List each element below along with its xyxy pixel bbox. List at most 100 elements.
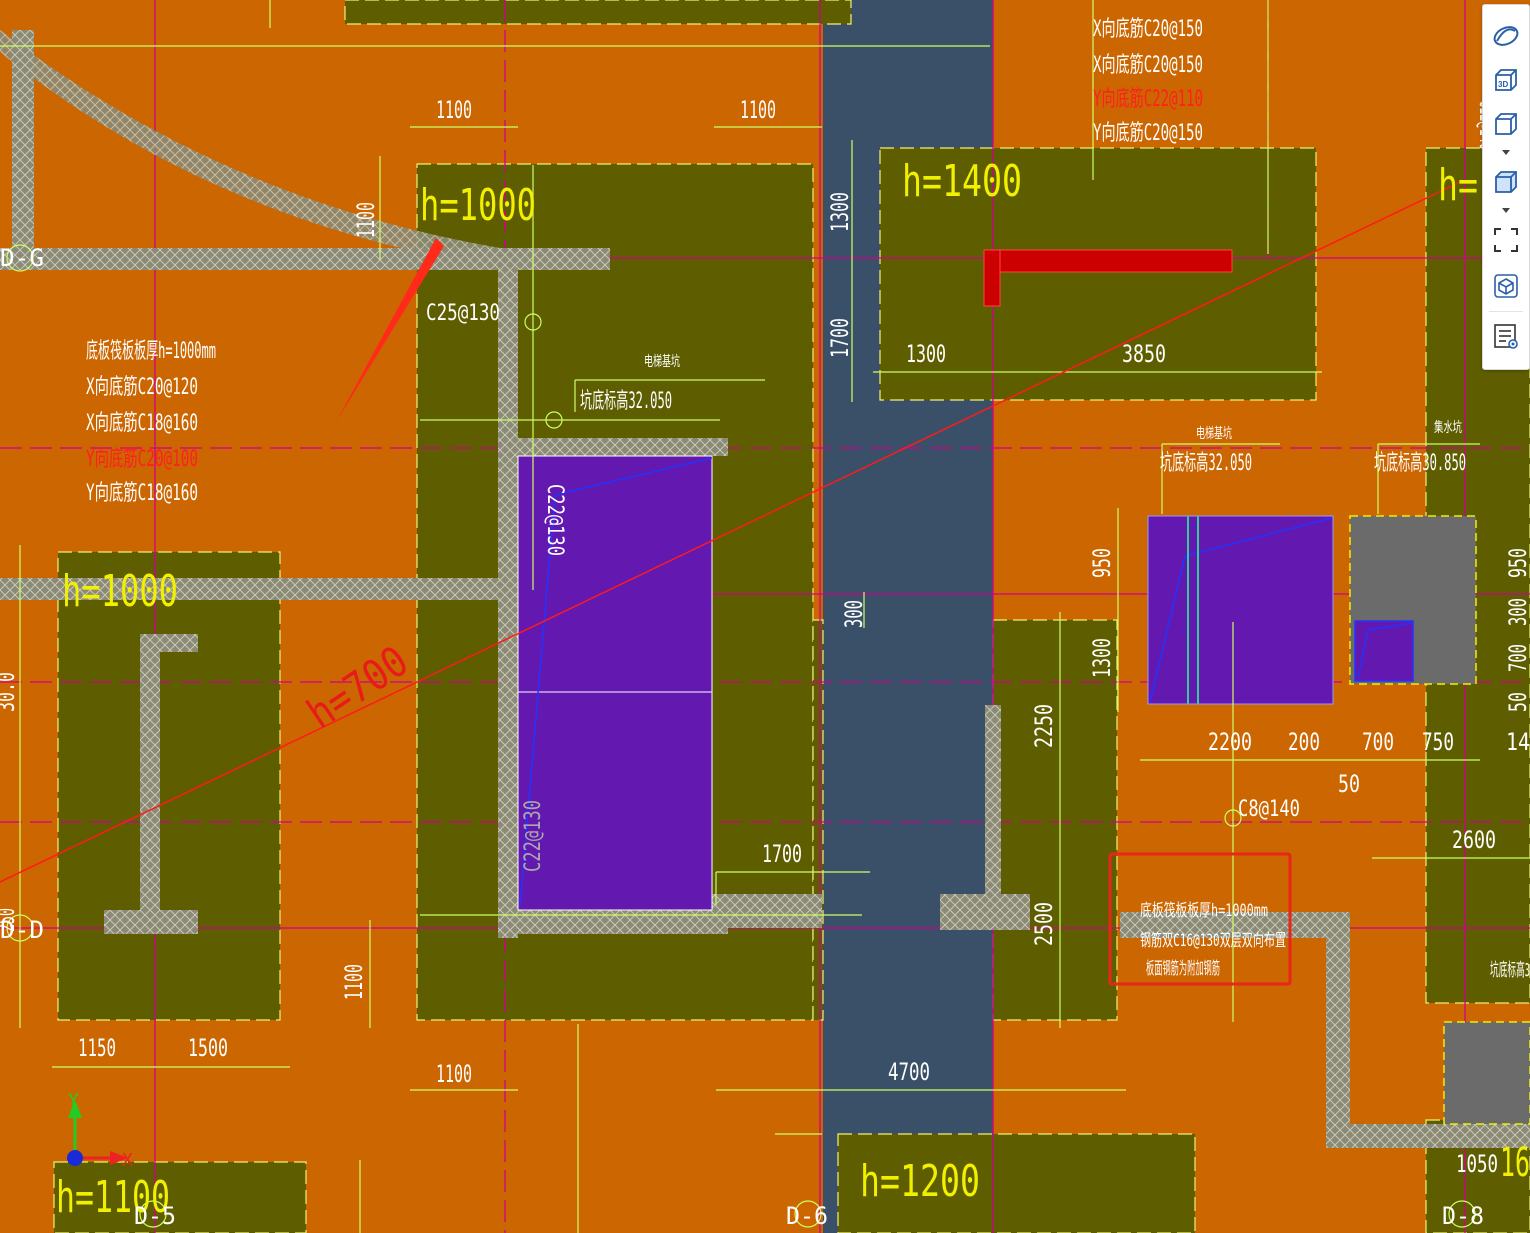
note-l-line-3: X向底筋C18@160 bbox=[86, 411, 198, 436]
dim-2250: 2250 bbox=[1030, 704, 1058, 748]
dim-14: 14 bbox=[1506, 728, 1530, 756]
elevator-pit-2 bbox=[1147, 515, 1334, 705]
view-3d-icon: 3D bbox=[1495, 69, 1517, 91]
view-dropdown-caret-icon[interactable] bbox=[1501, 207, 1511, 215]
dim-1700-h: 1700 bbox=[762, 840, 802, 868]
model-button[interactable] bbox=[1489, 269, 1523, 303]
hl-line-3: 板面钢筋为附加钢筋 bbox=[1146, 959, 1220, 979]
dim-1700-v: 1700 bbox=[826, 318, 854, 358]
slab-left bbox=[57, 551, 281, 1021]
pit1-elev: 坑底标高32.050 bbox=[580, 389, 672, 414]
dim-950: 950 bbox=[1088, 548, 1116, 578]
pit-labels: 电梯基坑 坑底标高32.050 电梯基坑 坑底标高32.050 集水坑 坑底标高… bbox=[580, 353, 1530, 981]
slab-bottom-mid bbox=[837, 1133, 1196, 1233]
slab-top-mid bbox=[879, 147, 1317, 401]
axis-y-label: Y bbox=[68, 1090, 79, 1111]
dim-1100-a: 1100 bbox=[436, 96, 472, 124]
orbit-button[interactable] bbox=[1489, 19, 1523, 53]
grid-markers bbox=[6, 244, 1476, 1228]
pit1-title: 电梯基坑 bbox=[644, 353, 680, 370]
note-tr-line-4: Y向底筋C20@150 bbox=[1093, 121, 1203, 146]
dim-250: 250 bbox=[0, 908, 20, 932]
hl-line-1: 底板筏板板厚h=1000mm bbox=[1140, 901, 1268, 921]
dim-1500: 1500 bbox=[188, 1034, 228, 1062]
dim-2200: 2200 bbox=[1208, 728, 1252, 756]
dim-2600: 2600 bbox=[1452, 826, 1496, 854]
view-toolbar: 3D bbox=[1482, 4, 1530, 370]
slab-top-strip bbox=[344, 0, 852, 25]
thickness-diagonal: h=700 bbox=[298, 636, 417, 738]
note-tr-line-1: X向底筋C20@150 bbox=[1093, 17, 1203, 42]
dim-300: 300 bbox=[840, 600, 868, 628]
view-cube-caret-icon[interactable] bbox=[1501, 149, 1511, 157]
thickness-bottom-mid: h=1200 bbox=[860, 1156, 980, 1207]
dim-950r: 950 bbox=[1504, 548, 1530, 578]
rebar-c8: C8@140 bbox=[1238, 797, 1300, 822]
elevator-pit-1 bbox=[517, 455, 713, 693]
view-3d-label: 3D bbox=[1498, 80, 1508, 89]
rebar-c25: C25@130 bbox=[426, 301, 500, 326]
dim-50r: 50 bbox=[1504, 692, 1530, 712]
grid-axis-labels: D-G D-D D-5 D-6 D-8 bbox=[0, 244, 1484, 1230]
pit4-elev: 坑底标高3 bbox=[1490, 960, 1530, 981]
note-l-line-5: Y向底筋C18@160 bbox=[86, 481, 198, 506]
toolbar-separator bbox=[1489, 311, 1523, 312]
fullscreen-icon bbox=[1494, 228, 1518, 252]
axis-x-label: X bbox=[122, 1150, 133, 1171]
property-button[interactable] bbox=[1489, 319, 1523, 353]
rebar-c22: C22@130 bbox=[542, 484, 567, 556]
note-tr-line-2: X向底筋C20@150 bbox=[1093, 53, 1203, 78]
dim-3850: 3850 bbox=[1122, 340, 1166, 368]
grid-label-dd: D-D bbox=[0, 916, 44, 944]
highlight-box bbox=[1108, 852, 1292, 986]
pits bbox=[517, 455, 1530, 1125]
view-dropdown-button[interactable] bbox=[1489, 165, 1523, 199]
property-icon bbox=[1494, 324, 1518, 349]
note-tr-line-3: Y向底筋C22@110 bbox=[1093, 87, 1203, 112]
hl-line-2: 钢筋双C16@130双层双向布置 bbox=[1140, 931, 1286, 951]
section-cut-line bbox=[0, 181, 1461, 883]
view-dropdown-icon bbox=[1495, 171, 1517, 193]
pit2-elev: 坑底标高32.050 bbox=[1160, 451, 1252, 476]
grid-label-dg: D-G bbox=[0, 244, 44, 272]
dim-1300-v2: 1300 bbox=[1088, 638, 1116, 678]
hatched-walls bbox=[0, 30, 1530, 1148]
dim-700r: 700 bbox=[1504, 644, 1530, 672]
pit2-title: 电梯基坑 bbox=[1196, 425, 1232, 442]
dim-200: 200 bbox=[1288, 728, 1320, 756]
dim-4700: 4700 bbox=[888, 1058, 930, 1086]
note-l-line-4: Y向底筋C20@100 bbox=[86, 447, 198, 472]
note-l-line-2: X向底筋C20@120 bbox=[86, 375, 198, 400]
slab-bottom-left bbox=[53, 1161, 307, 1233]
view-3d-button[interactable]: 3D bbox=[1489, 63, 1523, 97]
model-icon bbox=[1494, 274, 1518, 298]
dim-16: 16 bbox=[1500, 1140, 1530, 1186]
rebar-note-top-right: X向底筋C20@150 X向底筋C20@150 Y向底筋C22@110 Y向底筋… bbox=[1093, 17, 1203, 146]
view-cube-button[interactable] bbox=[1489, 107, 1523, 141]
dim-1100-e: 1100 bbox=[340, 964, 368, 1000]
thickness-labels: h=1000 h=1000 h=1400 h=1 h=1100 h=1200 bbox=[56, 156, 1498, 1223]
note-l-line-1: 底板筏板板厚h=1000mm bbox=[86, 339, 216, 364]
fullscreen-button[interactable] bbox=[1489, 223, 1523, 257]
dim-1100-d: 1100 bbox=[436, 1060, 472, 1088]
thickness-top-mid: h=1400 bbox=[902, 156, 1022, 207]
red-arrow bbox=[336, 238, 444, 422]
pit3-title: 集水坑 bbox=[1434, 419, 1462, 436]
ucs-axis: Y X bbox=[67, 1090, 133, 1171]
dim-700: 700 bbox=[1362, 728, 1394, 756]
thickness-left: h=1000 bbox=[62, 566, 178, 617]
dim-1050: 1050 bbox=[1456, 1150, 1498, 1178]
dim-1100-b: 1100 bbox=[740, 96, 776, 124]
dim-30: 30.0 bbox=[0, 672, 20, 712]
view-cube-icon bbox=[1495, 113, 1517, 135]
elevator-pit-1-lower bbox=[517, 691, 713, 911]
pit3-elev: 坑底标高30.850 bbox=[1374, 451, 1466, 476]
dimension-labels: 1100 1100 1100 1300 1700 1300 3850 300 9… bbox=[0, 96, 1530, 1186]
slab-right-of-road bbox=[992, 619, 1118, 1021]
slab-core-lower bbox=[812, 619, 824, 1021]
grid-label-d8: D-8 bbox=[1442, 1202, 1484, 1230]
dim-300r: 300 bbox=[1504, 598, 1530, 626]
thickness-bottom-left: h=1100 bbox=[56, 1172, 170, 1223]
